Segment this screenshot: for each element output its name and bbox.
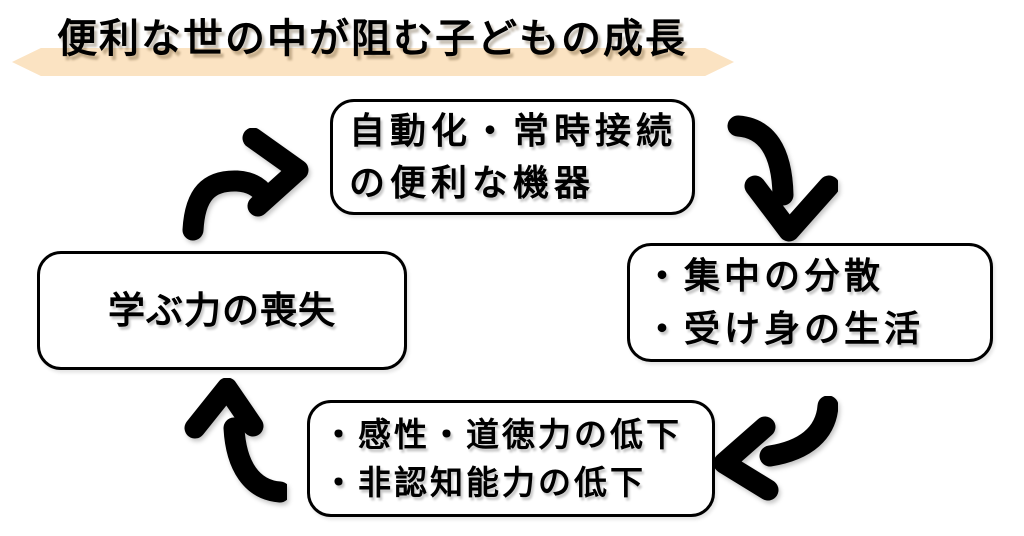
node-text-line: の便利な機器: [349, 162, 596, 203]
page-title: 便利な世の中が阻む子どもの成長: [57, 17, 687, 61]
node-text-line: 自動化・常時接続: [349, 109, 678, 151]
node-text-line: ・集中の分散: [644, 255, 885, 297]
node-ability-decline: ・感性・道徳力の低下 ・非認知能力の低下: [307, 400, 715, 517]
node-convenient-devices: 自動化・常時接続 の便利な機器: [330, 99, 695, 215]
node-text-line: 学ぶ力の喪失: [108, 289, 336, 331]
node-passive-effects: ・集中の分散 ・受け身の生活: [627, 243, 993, 362]
curved-arrow-left-icon: [713, 396, 838, 501]
curved-arrow-up-right-icon: [182, 128, 309, 241]
title-highlight-band: [12, 48, 734, 76]
node-text-line: ・感性・道徳力の低下: [322, 415, 682, 453]
curved-arrow-up-icon: [184, 378, 287, 503]
node-text-line: ・受け身の生活: [644, 307, 925, 349]
curved-arrow-down-icon: [727, 115, 838, 242]
node-loss-of-learning: 学ぶ力の喪失: [37, 251, 407, 370]
node-text-line: ・非認知能力の低下: [322, 463, 646, 501]
